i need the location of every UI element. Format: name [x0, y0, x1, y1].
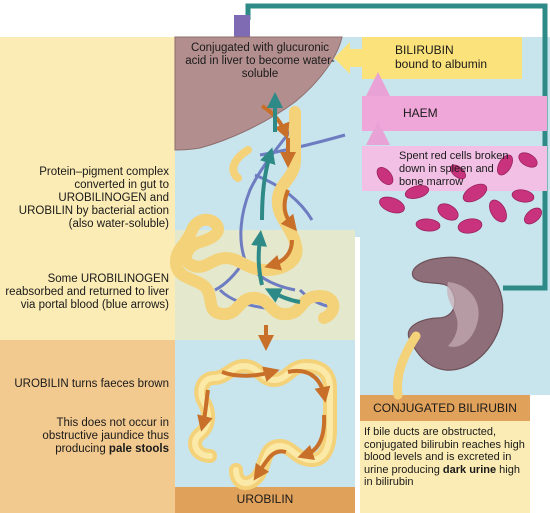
left-tan-panel: [0, 340, 175, 513]
kidney-to-liver-loop: [245, 3, 548, 291]
haem-box: [362, 96, 547, 131]
urine-tail-text: high in bilirubin: [364, 463, 520, 489]
red-blood-cells: [376, 152, 542, 234]
haem-label: HAEM: [403, 106, 438, 120]
bilirubin-title: BILIRUBIN: [395, 43, 454, 57]
left-cream-panel: [0, 37, 175, 340]
spent-cells-label: Spent red cells broken down in spleen an…: [399, 150, 509, 188]
portal-return-arrows: [251, 92, 301, 304]
urine-text: If bile ducts are obstructed, conjugated…: [364, 426, 525, 476]
right-bottom-margin: [530, 395, 550, 513]
gut-conversion-label: Protein–pigment complex converted in gut…: [18, 166, 169, 230]
reabsorbed-label: Some UROBILINOGEN reabsorbed and returne…: [5, 273, 169, 311]
gallbladder-duct: [229, 146, 252, 182]
urobilin-footer-bar: [175, 487, 355, 513]
kidney-medulla: [447, 282, 479, 347]
ureter: [393, 331, 421, 400]
obstructive-text: This does not occur in obstructive jaund…: [42, 417, 169, 455]
conjugated-bilirubin-header-bar: [360, 395, 530, 421]
pale-stools-text: pale stools: [108, 443, 169, 455]
urobilin-footer-label: UROBILIN: [236, 492, 294, 506]
small-intestine: [170, 213, 340, 324]
right-bottom-cream: [360, 421, 530, 513]
albumin-to-liver-arrow: [334, 42, 362, 74]
urine-label: If bile ducts are obstructed, conjugated…: [364, 426, 528, 489]
conjugated-bilirubin-header: CONJUGATED BILIRUBIN: [373, 401, 517, 415]
bilirubin-subtitle: bound to albumin: [395, 57, 488, 71]
liver-shape: [174, 36, 343, 151]
urobilin-faeces-label: UROBILIN turns faeces brown: [14, 378, 169, 390]
obstructive-label: This does not occur in obstructive jaund…: [4, 417, 169, 456]
liver-label: Conjugated with glucuronic acid in liver…: [185, 42, 335, 80]
dark-urine-text: dark urine: [442, 463, 497, 476]
